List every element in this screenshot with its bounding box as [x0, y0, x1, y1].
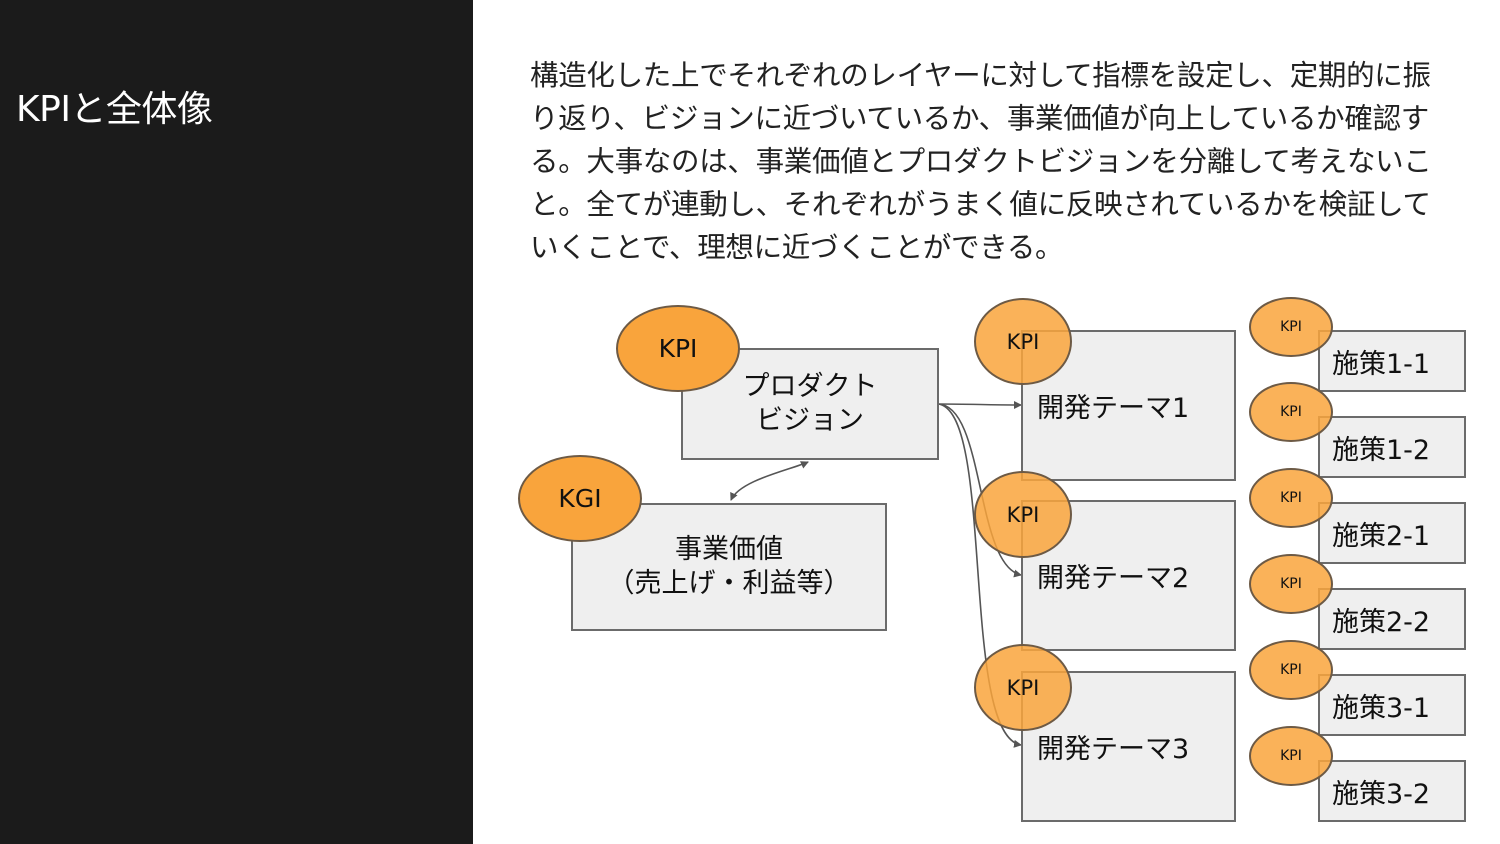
value-kgi-badge: KGI [518, 455, 642, 542]
business-value-line1: 事業価値 [675, 534, 783, 565]
action-box-3-2: 施策3-2 [1318, 760, 1466, 822]
product-vision-line1: プロダクト [742, 371, 878, 402]
arrow-vision-theme1 [937, 400, 1022, 409]
arrow-value-vision [730, 461, 809, 501]
action-box-3-1: 施策3-1 [1318, 674, 1466, 736]
action-2-1-kpi-badge: KPI [1249, 468, 1333, 528]
theme-box-2: 開発テーマ2 [1021, 500, 1236, 651]
product-vision-line2: ビジョン [756, 405, 864, 436]
action-box-2-2: 施策2-2 [1318, 588, 1466, 650]
vision-kpi-badge: KPI [616, 305, 740, 392]
business-value-line2: （売上げ・利益等） [607, 568, 851, 599]
slide-title: KPIと全体像 [16, 89, 213, 130]
body-text: 構造化した上でそれぞれのレイヤーに対して指標を設定し、定期的に振り返り、ビジョン… [530, 59, 1432, 264]
theme3-kpi-badge: KPI [974, 644, 1072, 731]
business-value-box: 事業価値 （売上げ・利益等） [571, 503, 887, 631]
action-3-2-kpi-badge: KPI [1249, 726, 1333, 786]
action-1-2-kpi-badge: KPI [1249, 382, 1333, 442]
action-2-2-kpi-badge: KPI [1249, 554, 1333, 614]
action-box-1-2: 施策1-2 [1318, 416, 1466, 478]
action-3-1-kpi-badge: KPI [1249, 640, 1333, 700]
arrow-vision-theme2 [937, 403, 1022, 578]
theme2-kpi-badge: KPI [974, 471, 1072, 558]
action-box-2-1: 施策2-1 [1318, 502, 1466, 564]
theme1-kpi-badge: KPI [974, 298, 1072, 385]
action-box-1-1: 施策1-1 [1318, 330, 1466, 392]
title-panel: KPIと全体像 [0, 0, 473, 844]
action-1-1-kpi-badge: KPI [1249, 297, 1333, 357]
